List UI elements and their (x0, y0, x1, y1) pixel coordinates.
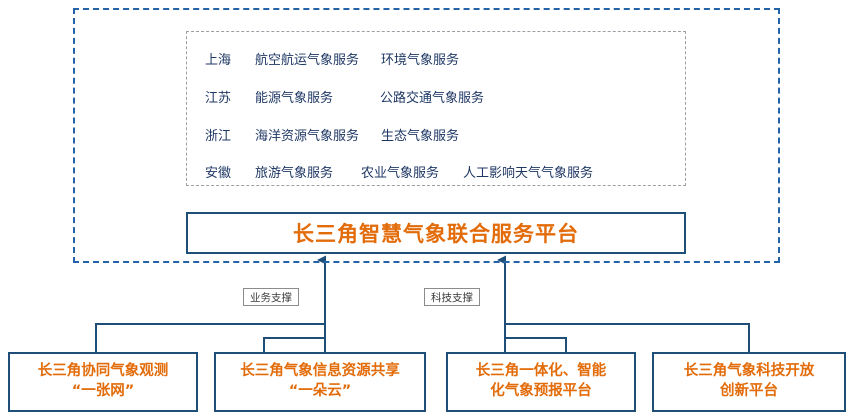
service-row: 浙江 海洋资源气象服务 生态气象服务 (187, 115, 685, 153)
pillar-line-2: “一朵云” (288, 383, 352, 399)
connector-pillar-2 (263, 337, 325, 352)
connector-pillar-1 (95, 323, 325, 352)
pillar-line-1: 长三角协同气象观测 (37, 363, 169, 380)
services-list-box: 上海 航空航运气象服务 环境气象服务 江苏 能源气象服务 公路交通气象服务 浙江… (186, 31, 686, 186)
service-item: 旅游气象服务 (255, 164, 334, 180)
pillar-line-2: 化气象预报平台 (490, 383, 592, 399)
service-row: 江苏 能源气象服务 公路交通气象服务 (187, 77, 685, 115)
service-row: 上海 航空航运气象服务 环境气象服务 (187, 39, 685, 77)
pillar-line-2: 创新平台 (720, 383, 778, 399)
service-item: 生态气象服务 (381, 127, 460, 143)
province-label: 江苏 (204, 89, 231, 105)
province-label: 上海 (204, 51, 231, 67)
service-item: 农业气象服务 (361, 164, 440, 180)
province-label: 浙江 (204, 127, 231, 143)
service-item: 航空航运气象服务 (255, 51, 360, 67)
connector-pillar-3 (505, 337, 567, 352)
service-item: 海洋资源气象服务 (255, 127, 360, 143)
service-item: 能源气象服务 (255, 89, 334, 105)
support-label-technology: 科技支撑 (424, 288, 480, 306)
service-item: 人工影响天气气象服务 (463, 164, 594, 180)
service-item: 公路交通气象服务 (380, 89, 485, 105)
main-platform-title: 长三角智慧气象联合服务平台 (293, 222, 579, 246)
pillar-box-observation: 长三角协同气象观测 “一张网” (8, 352, 198, 412)
province-label: 安徽 (204, 164, 231, 180)
service-row: 安徽 旅游气象服务 农业气象服务 人工影响天气气象服务 (187, 152, 685, 190)
service-item: 环境气象服务 (381, 51, 460, 67)
pillar-box-information-sharing: 长三角气象信息资源共享 “一朵云” (214, 352, 426, 412)
pillar-box-forecast-platform: 长三角一体化、智能 化气象预报平台 (446, 352, 636, 412)
main-platform-box: 长三角智慧气象联合服务平台 (186, 212, 686, 254)
pillar-line-2: “一张网” (71, 383, 135, 399)
pillar-line-1: 长三角气象科技开放 (683, 363, 815, 380)
platform-scope-region (73, 8, 780, 263)
pillar-line-1: 长三角气象信息资源共享 (240, 363, 400, 380)
pillar-box-tech-innovation: 长三角气象科技开放 创新平台 (652, 352, 846, 412)
connector-pillar-4 (505, 323, 750, 352)
pillar-line-1: 长三角一体化、智能 (475, 363, 607, 380)
support-label-business: 业务支撑 (243, 288, 299, 306)
